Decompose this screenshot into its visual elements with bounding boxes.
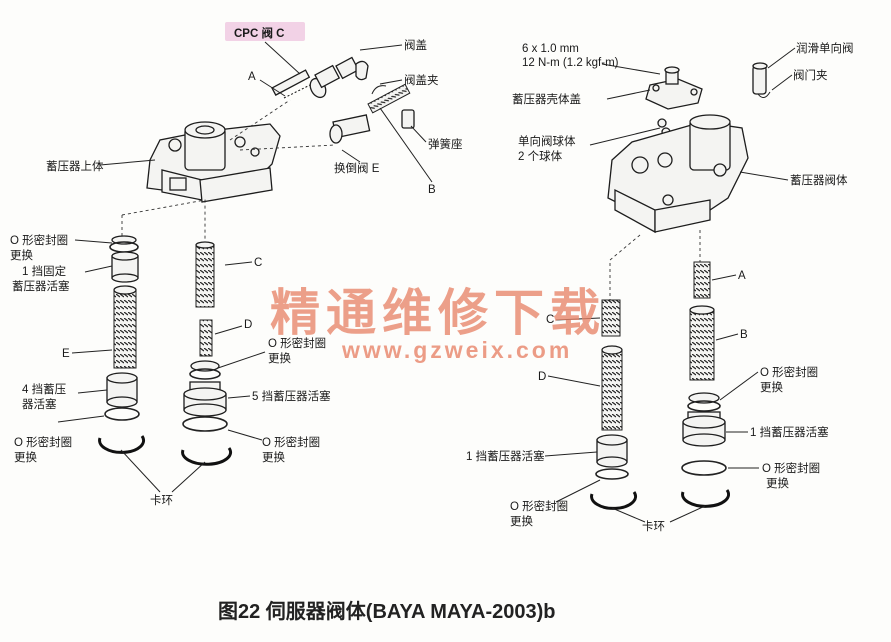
label-c-left: C (254, 257, 262, 269)
oring-bl-label: O 形密封圈 (14, 435, 72, 449)
oring-mid-note-right: 更换 (760, 380, 783, 394)
oring-mid-note-left: 更换 (268, 351, 291, 365)
valve-cap-label: 阀盖 (404, 38, 427, 52)
oring-bl-note: 更换 (14, 450, 37, 464)
label-a-left: A (248, 71, 256, 83)
valve-clip-label: 阀门夹 (793, 68, 828, 82)
oring-br-label: O 形密封圈 (262, 435, 320, 449)
oring-br-note: 更换 (262, 450, 285, 464)
torque-spec-line-2: 12 N-m (1.2 kgf-m) (522, 57, 619, 69)
oring-top-label: O 形密封圈 (10, 233, 68, 247)
label-d-right: D (538, 371, 546, 383)
left-column-parts (98, 235, 146, 454)
valve-cap-clip-label: 阀盖夹 (404, 73, 439, 87)
fourth-piston-label-2: 器活塞 (22, 397, 57, 411)
first-fixed-label-2: 蓄压器活塞 (12, 279, 70, 293)
shift-valve-e-part (329, 83, 415, 144)
label-e-left: E (62, 348, 70, 360)
upper-body-label: 蓄压器上体 (46, 159, 104, 173)
oring-right-label: O 形密封圈 (762, 461, 820, 475)
cpc-valve-highlight (225, 22, 305, 41)
watermark-url: www.gzweix.com (341, 337, 572, 363)
right-columns-parts (590, 261, 731, 510)
oring-bottom-label: O 形密封圈 (510, 499, 568, 513)
oring-mid-label-right: O 形密封圈 (760, 365, 818, 379)
right-leaders (544, 47, 796, 523)
check-ball-label-2: 2 个球体 (518, 149, 563, 163)
first-piston-left-label: 1 挡蓄压器活塞 (466, 449, 545, 463)
snap-ring-label-left: 卡环 (150, 494, 173, 507)
spring-seat-label: 弹簧座 (428, 137, 463, 151)
accumulator-valve-body (607, 114, 749, 234)
valve-body-label: 蓄压器阀体 (790, 173, 848, 187)
oring-top-note: 更换 (10, 248, 33, 262)
label-a-right: A (738, 270, 746, 282)
watermark-text: 精通维修下载 (270, 285, 606, 341)
shift-valve-e-label: 换倒阀 E (334, 161, 380, 175)
left-leaders (57, 41, 433, 493)
snap-ring-label-right: 卡环 (642, 520, 665, 533)
lube-check-valve-label: 润滑单向阀 (796, 41, 854, 55)
cpc-valve-parts (271, 56, 387, 99)
oring-mid-label-left: O 形密封圈 (268, 336, 326, 350)
first-fixed-label-1: 1 挡固定 (22, 264, 67, 278)
fifth-piston-label: 5 挡蓄压器活塞 (252, 389, 331, 403)
first-piston-right-label: 1 挡蓄压器活塞 (750, 425, 829, 439)
housing-cover-part (645, 66, 703, 110)
fourth-piston-label-1: 4 挡蓄压 (22, 382, 66, 396)
center-left-column-parts (181, 241, 233, 466)
housing-cover-label: 蓄压器壳体盖 (512, 92, 581, 106)
figure-caption: 图22 伺服器阀体(BAYA MAYA-2003)b (218, 599, 556, 623)
label-b-right: B (740, 329, 748, 341)
label-c-right: C (546, 314, 554, 326)
oring-bottom-note: 更换 (510, 514, 533, 528)
torque-spec-line-1: 6 x 1.0 mm (522, 43, 579, 55)
oring-right-note: 更换 (766, 476, 789, 490)
accumulator-upper-body (146, 121, 281, 203)
label-b-left: B (428, 184, 436, 196)
cpc-valve-label: CPC 阀 C (234, 26, 284, 40)
check-ball-label-1: 单向阀球体 (518, 134, 576, 148)
label-d-left: D (244, 319, 252, 331)
